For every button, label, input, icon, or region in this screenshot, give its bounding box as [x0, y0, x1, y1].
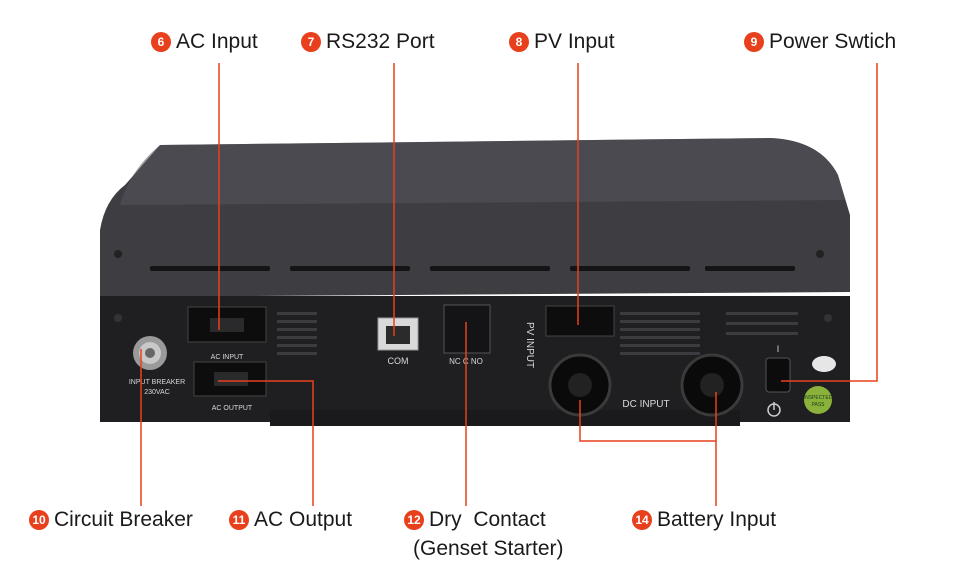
ac-output-socket — [193, 361, 267, 397]
pv-input-panel-label: PV INPUT — [524, 322, 535, 368]
callout-ac-output: 11 AC Output — [229, 508, 352, 532]
callout-label: Circuit Breaker — [54, 508, 193, 531]
callout-label: Battery Input — [657, 508, 777, 531]
callout-number-badge: 7 — [301, 32, 321, 52]
circuit-breaker-knob — [133, 336, 167, 370]
callout-power-switch: 9 Power Swtich — [744, 30, 896, 54]
dc-terminal-negative — [680, 353, 744, 417]
panel-vents-mid — [620, 312, 700, 355]
com-label: COM — [388, 356, 409, 366]
input-breaker-label: INPUT BREAKER — [129, 379, 185, 386]
callout-number-badge: 9 — [744, 32, 764, 52]
callout-label: RS232 Port — [326, 30, 435, 53]
leader-ac-output — [218, 380, 314, 506]
cover-screw-right — [816, 250, 824, 258]
callout-pv-input: 8 PV Input — [509, 30, 615, 54]
leader-power-switch — [781, 63, 878, 382]
callout-number-badge: 10 — [29, 510, 49, 530]
callout-number-badge: 8 — [509, 32, 529, 52]
inspection-sticker — [804, 386, 832, 414]
passed-text: PASS — [812, 402, 826, 408]
leader-lines — [140, 63, 878, 506]
callout-number-badge: 12 — [404, 510, 424, 530]
inspected-text: INSPECTED — [804, 395, 833, 401]
breaker-rating-label: 230VAC — [144, 389, 170, 396]
dc-input-panel-label: DC INPUT — [622, 399, 669, 410]
ac-input-panel-label: AC INPUT — [211, 354, 244, 361]
callout-dry-contact: 12 Dry Contact — [404, 508, 546, 532]
callout-dry-contact-sublabel: (Genset Starter) — [413, 537, 564, 560]
callout-label: Dry Contact — [429, 508, 546, 531]
cover-vents — [150, 266, 795, 271]
callout-circuit-breaker: 10 Circuit Breaker — [29, 508, 193, 532]
dry-contact-terminal — [443, 304, 491, 354]
switch-on-mark: I — [777, 344, 780, 354]
callout-number-badge: 14 — [632, 510, 652, 530]
callout-rs232-port: 7 RS232 Port — [301, 30, 435, 54]
pv-input-connector — [545, 305, 615, 337]
panel-vents-left — [277, 312, 317, 355]
callout-battery-input: 14 Battery Input — [632, 508, 776, 532]
callout-label: Power Swtich — [769, 30, 897, 53]
callout-number-badge: 6 — [151, 32, 171, 52]
callout-label: AC Input — [176, 30, 258, 53]
callout-ac-input: 6 AC Input — [151, 30, 258, 54]
power-switch — [765, 357, 791, 393]
panel-vents-right — [726, 312, 798, 335]
callout-number-badge: 11 — [229, 510, 249, 530]
callout-label: AC Output — [254, 508, 353, 531]
leader-battery — [579, 400, 717, 506]
cover-screw-left — [114, 250, 122, 258]
ac-output-panel-label: AC OUTPUT — [212, 405, 253, 412]
certification-sticker — [812, 356, 836, 372]
callout-label: PV Input — [534, 30, 615, 53]
